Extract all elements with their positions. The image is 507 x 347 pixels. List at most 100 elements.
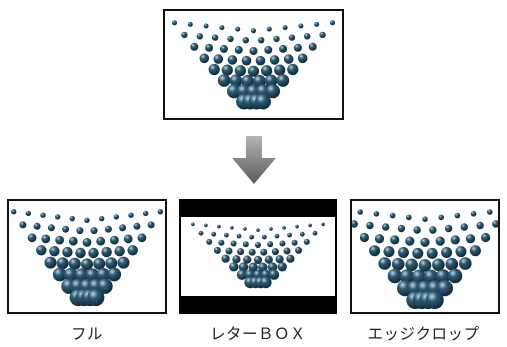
sphere [314,21,320,27]
sphere [172,20,177,26]
sphere [206,238,213,245]
sphere [455,246,467,258]
sphere [397,224,406,233]
sphere [211,34,219,41]
sphere [191,222,195,227]
sphere [330,20,335,26]
sphere [123,234,133,244]
sphere [248,262,258,272]
sphere [261,234,267,240]
sphere [101,246,112,258]
sphere [237,248,245,256]
sphere [249,234,255,240]
sphere [293,43,302,52]
sphere [454,212,461,219]
sphere [137,233,147,243]
sphere [425,291,444,310]
sphere [405,236,415,246]
sphere [203,23,209,29]
sphere [283,247,291,255]
sphere [56,257,69,270]
sphere [444,224,453,233]
sphere [273,35,280,43]
sphere [11,209,17,215]
sphere [357,209,363,215]
sphere [198,230,204,236]
sphere [143,210,149,217]
full-mode-frame [7,199,167,314]
sphere [227,55,238,65]
sphere [236,233,242,239]
sphere [49,246,60,257]
sphere [227,35,234,43]
sphere [481,232,491,243]
sphere [383,246,395,258]
edge-crop-mode-frame [350,199,500,314]
sphere [236,269,248,280]
sphere [288,34,296,41]
sphere [269,227,273,231]
sphere [295,224,299,229]
sphere [96,268,111,282]
sphere [438,214,444,221]
sphere [279,44,288,53]
sphere [104,225,112,233]
sphere [229,74,243,88]
sphere [105,257,118,270]
sphere [271,248,279,256]
sphere [276,74,290,87]
sphere [447,268,463,284]
sphere [432,258,445,272]
sphere [68,236,78,246]
sphere [241,55,252,66]
sphere [205,43,214,52]
sphere [399,269,415,284]
sphere [283,54,294,64]
sphere [258,262,268,272]
sphere [261,65,273,77]
sphere [211,231,217,237]
sphere [441,247,453,258]
sphere [243,227,247,231]
sphere [308,42,317,51]
sphere [469,245,481,257]
sphere [418,259,432,272]
sphere [387,268,403,284]
sphere [110,235,119,245]
sphere [312,230,318,236]
sphere [389,212,396,219]
sphere [295,246,303,254]
letterbox-picture-area [181,217,335,296]
sphere [76,227,84,235]
sphere [234,65,246,77]
sphere [99,215,105,222]
sphere [147,221,155,229]
sphere [267,241,274,248]
sphere [492,220,498,228]
sphere [352,220,358,228]
sphere [470,211,477,217]
letterbox-mode-image [191,222,325,289]
source-image-frame [163,9,344,120]
sphere [217,74,231,87]
sphere [429,226,437,234]
sphere [33,222,41,230]
sphere [187,21,193,27]
sphere [55,214,61,220]
sphere [90,227,98,235]
source-sphere-image [172,20,335,110]
sphere [287,63,299,76]
sphere [435,236,445,246]
sphere [260,276,272,289]
sphere [69,215,75,222]
sphere [260,248,268,256]
sphere [487,209,493,215]
sphere [230,240,237,247]
sphere [253,255,263,265]
sphere [460,223,468,231]
sphere [55,235,64,245]
sphere [303,238,310,245]
sphere [274,64,286,76]
sphere [81,258,93,271]
sphere [181,31,188,39]
